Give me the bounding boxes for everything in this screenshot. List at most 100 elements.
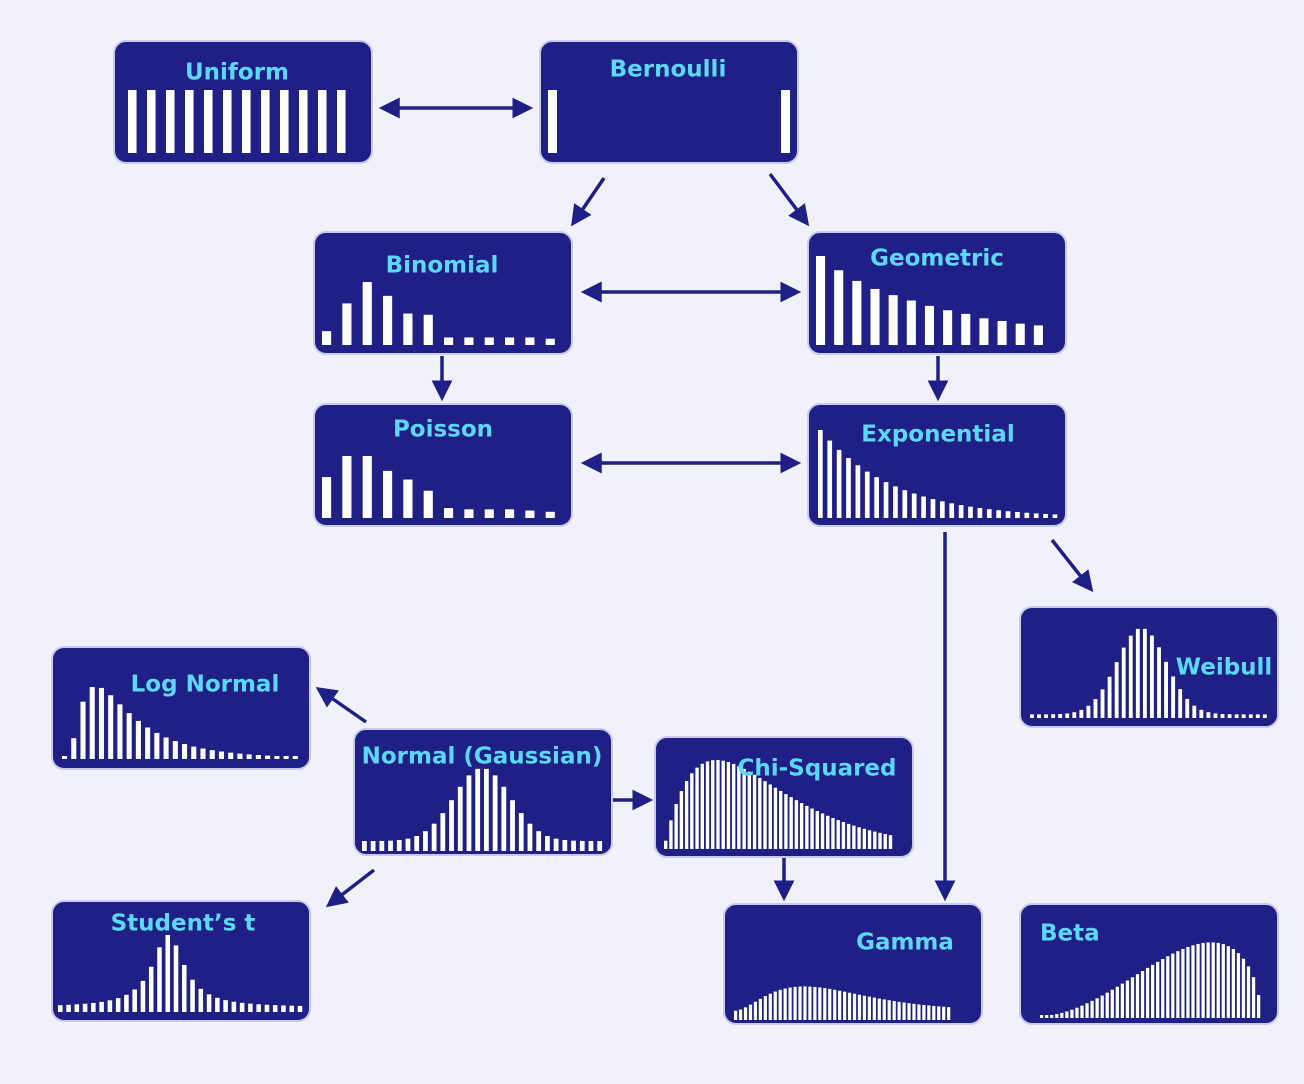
distribution-bar bbox=[752, 774, 757, 849]
node-log-normal-bars bbox=[62, 687, 298, 759]
distribution-bar bbox=[1199, 709, 1204, 718]
distribution-bar bbox=[1079, 709, 1084, 718]
distribution-bar bbox=[1086, 705, 1091, 718]
distribution-bar bbox=[297, 1005, 303, 1012]
distribution-bar bbox=[74, 1004, 80, 1012]
distribution-bar bbox=[838, 990, 842, 1020]
edge-normal-students-t bbox=[325, 868, 376, 908]
distribution-bar bbox=[1176, 951, 1180, 1018]
distribution-bar bbox=[107, 1000, 113, 1012]
distribution-bar bbox=[1211, 942, 1215, 1018]
distribution-bar bbox=[852, 993, 857, 1020]
distribution-bar bbox=[1196, 943, 1200, 1018]
distribution-bar bbox=[1206, 712, 1211, 718]
node-students-t-title: Student’s t bbox=[111, 911, 256, 937]
distribution-bar bbox=[1166, 956, 1170, 1018]
distribution-bar bbox=[337, 90, 346, 153]
distribution-bar bbox=[937, 1006, 941, 1020]
distribution-bar bbox=[836, 449, 842, 518]
distribution-bar bbox=[1241, 958, 1246, 1018]
distribution-bar bbox=[1110, 989, 1114, 1018]
distribution-bar bbox=[1093, 699, 1098, 718]
distribution-bar bbox=[256, 1004, 261, 1012]
distribution-bar bbox=[1206, 942, 1210, 1018]
distribution-bar bbox=[272, 1005, 278, 1012]
distribution-bar bbox=[862, 995, 867, 1020]
distribution-bar bbox=[148, 966, 154, 1012]
distribution-bar bbox=[864, 471, 870, 518]
distribution-bar bbox=[1156, 961, 1160, 1018]
distribution-bar bbox=[255, 755, 261, 759]
node-exponential-box bbox=[807, 403, 1067, 527]
distribution-bar bbox=[185, 90, 194, 153]
distribution-bar bbox=[828, 988, 832, 1020]
distribution-bar bbox=[820, 813, 825, 849]
distribution-bar bbox=[342, 456, 352, 518]
distribution-bar bbox=[510, 800, 515, 851]
distribution-bar bbox=[228, 752, 234, 759]
distribution-bar bbox=[545, 511, 555, 518]
distribution-bar bbox=[1161, 958, 1165, 1018]
distribution-bar bbox=[190, 979, 195, 1012]
distribution-bar bbox=[669, 820, 673, 849]
distribution-bar bbox=[932, 1005, 936, 1020]
distribution-bar bbox=[464, 337, 474, 345]
distribution-bar bbox=[1115, 986, 1119, 1018]
distribution-bar bbox=[362, 456, 372, 518]
distribution-bar bbox=[80, 701, 86, 759]
distribution-bar bbox=[877, 998, 881, 1020]
distribution-bar bbox=[892, 1001, 896, 1020]
distribution-bar bbox=[843, 991, 847, 1020]
distribution-bar bbox=[1201, 942, 1205, 1018]
distribution-bar bbox=[753, 1001, 758, 1020]
distribution-bar bbox=[1227, 714, 1232, 718]
node-gamma-bars bbox=[734, 986, 951, 1020]
distribution-bar bbox=[484, 509, 494, 518]
distribution-bar bbox=[1051, 714, 1056, 718]
distribution-bar bbox=[1033, 513, 1039, 518]
distribution-bar bbox=[1015, 512, 1020, 518]
node-weibull: Weibull bbox=[1019, 606, 1279, 728]
distribution-bar bbox=[996, 510, 1001, 518]
node-geometric-bars bbox=[816, 256, 1043, 345]
node-students-t: Student’s t bbox=[51, 900, 311, 1022]
distribution-bar bbox=[265, 755, 271, 759]
distribution-bar bbox=[261, 90, 270, 153]
distribution-bar bbox=[1171, 676, 1176, 718]
distribution-bar bbox=[545, 338, 555, 345]
distribution-bar bbox=[711, 760, 715, 849]
distribution-bar bbox=[1135, 628, 1140, 718]
distribution-bar bbox=[867, 830, 872, 849]
distribution-bar bbox=[794, 800, 799, 849]
distribution-bar bbox=[816, 256, 826, 345]
distribution-bar bbox=[1065, 713, 1070, 718]
distribution-bar bbox=[89, 687, 95, 759]
distribution-bar bbox=[924, 305, 934, 345]
distribution-bar bbox=[977, 508, 983, 518]
distribution-bar bbox=[237, 753, 243, 759]
distribution-bar bbox=[912, 1003, 916, 1020]
distribution-bar bbox=[949, 503, 955, 518]
distribution-bar bbox=[1030, 714, 1034, 718]
distribution-bar bbox=[362, 282, 372, 345]
distribution-bar bbox=[758, 998, 762, 1020]
distribution-bar bbox=[793, 986, 797, 1020]
distribution-bar bbox=[182, 744, 188, 759]
distribution-bar bbox=[403, 479, 413, 518]
distribution-bar bbox=[484, 768, 489, 851]
node-beta: Beta bbox=[1019, 903, 1279, 1025]
distribution-bar bbox=[705, 761, 710, 849]
distribution-bar bbox=[1072, 712, 1077, 718]
distribution-bar bbox=[1090, 1000, 1094, 1018]
node-uniform-title: Uniform bbox=[185, 60, 289, 86]
node-uniform-bars bbox=[128, 90, 346, 153]
distribution-bar bbox=[140, 980, 146, 1012]
distribution-bar bbox=[927, 1005, 931, 1020]
distribution-bar bbox=[968, 506, 973, 518]
node-students-t-bars bbox=[58, 935, 303, 1012]
distribution-bar bbox=[1043, 513, 1048, 518]
distribution-bar bbox=[1213, 713, 1218, 718]
distribution-bar bbox=[99, 1001, 104, 1012]
node-weibull-bars bbox=[1030, 628, 1267, 718]
distribution-bar bbox=[883, 482, 889, 518]
